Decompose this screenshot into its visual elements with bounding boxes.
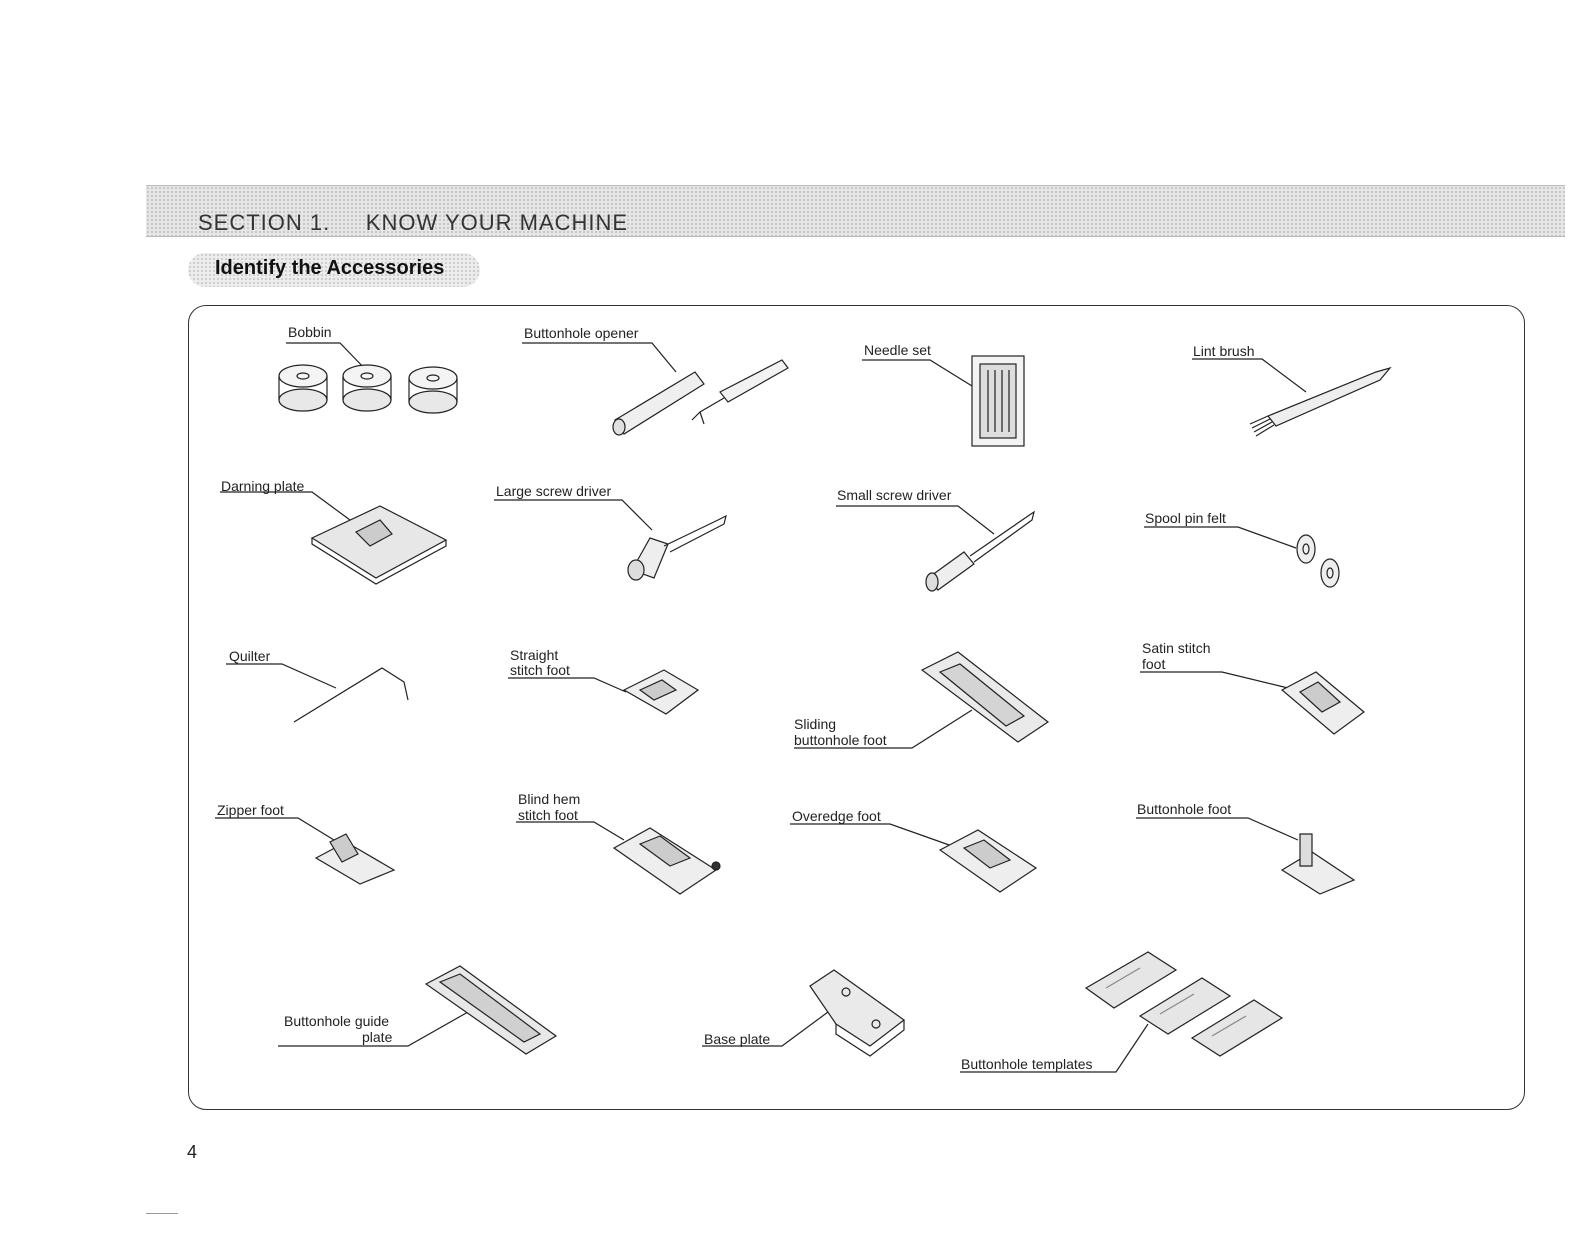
accessories-panel	[188, 305, 1525, 1110]
section-title: SECTION 1. KNOW YOUR MACHINE	[198, 210, 629, 235]
label-satin-stitch-foot-2: foot	[1142, 656, 1166, 672]
label-buttonhole-opener: Buttonhole opener	[524, 325, 639, 341]
label-buttonhole-foot: Buttonhole foot	[1137, 801, 1232, 817]
section-header-band	[146, 185, 1565, 237]
label-straight-stitch-foot-2: stitch foot	[510, 662, 570, 678]
subtitle-band	[188, 253, 480, 287]
page-subtitle: Identify the Accessories	[215, 257, 445, 279]
label-needle-set: Needle set	[864, 342, 931, 358]
label-zipper-foot: Zipper foot	[217, 802, 284, 818]
label-darning-plate: Darning plate	[221, 478, 305, 494]
label-base-plate: Base plate	[704, 1031, 771, 1047]
footer-mark	[146, 1213, 178, 1214]
label-sliding-buttonhole-foot-2: buttonhole foot	[794, 732, 887, 748]
label-sliding-buttonhole-foot-1: Sliding	[794, 716, 837, 732]
label-small-screw-driver: Small screw driver	[837, 487, 952, 503]
label-blind-hem-stitch-foot-1: Blind hem	[518, 791, 581, 807]
label-quilter: Quilter	[229, 648, 271, 664]
label-straight-stitch-foot-1: Straight	[510, 647, 559, 663]
label-blind-hem-stitch-foot-2: stitch foot	[518, 807, 578, 823]
label-large-screw-driver: Large screw driver	[496, 483, 612, 499]
label-satin-stitch-foot-1: Satin stitch	[1142, 640, 1211, 656]
label-buttonhole-templates: Buttonhole templates	[961, 1056, 1093, 1072]
label-buttonhole-guide-plate-2: plate	[362, 1029, 393, 1045]
label-buttonhole-guide-plate-1: Buttonhole guide	[284, 1013, 390, 1029]
label-overedge-foot: Overedge foot	[792, 808, 881, 824]
label-bobbin: Bobbin	[288, 324, 332, 340]
label-lint-brush: Lint brush	[1193, 343, 1255, 359]
page-number: 4	[187, 1142, 198, 1162]
label-spool-pin-felt: Spool pin felt	[1145, 510, 1226, 526]
